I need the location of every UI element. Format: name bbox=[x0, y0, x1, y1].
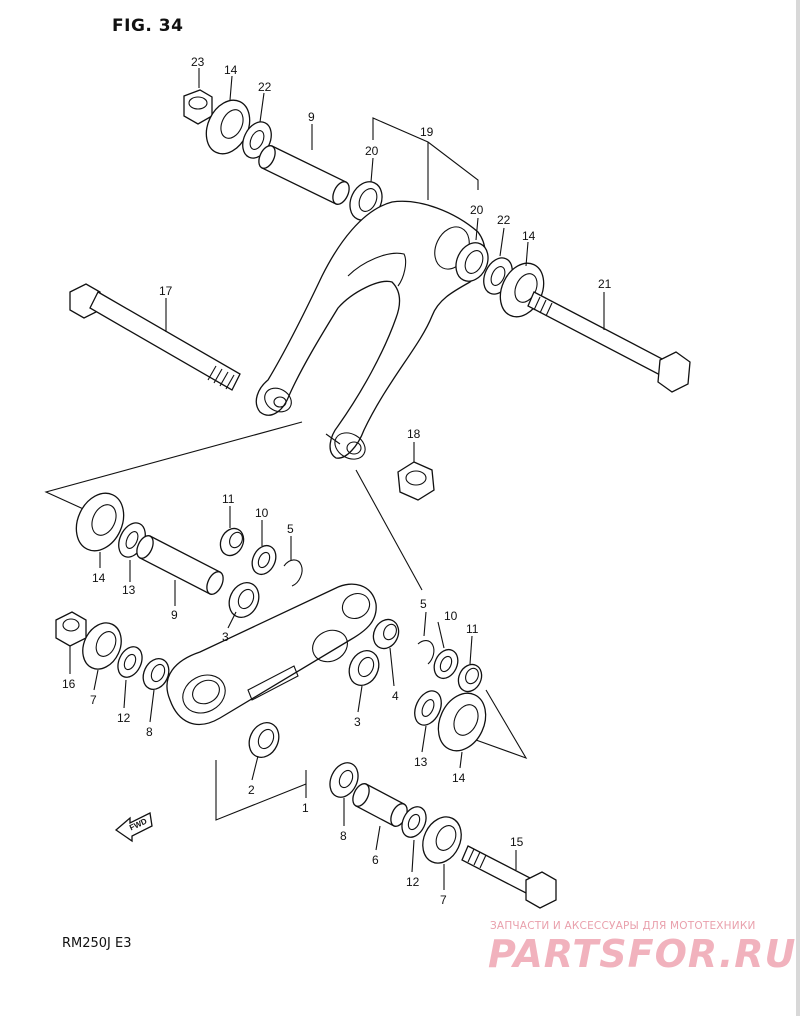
bearing-2-part bbox=[248, 721, 280, 759]
callout-18: 18 bbox=[407, 427, 421, 441]
model-code: RM250J E3 bbox=[62, 936, 132, 951]
callout-labels: 23 14 22 9 20 19 20 22 14 21 17 18 11 10… bbox=[62, 55, 612, 907]
callout-9-top: 9 bbox=[308, 110, 315, 124]
collar-11-lower-part bbox=[457, 663, 483, 693]
callout-5-upper: 5 bbox=[287, 522, 294, 536]
callout-14-right: 14 bbox=[522, 229, 536, 243]
callout-6: 6 bbox=[372, 853, 379, 867]
callout-4: 4 bbox=[392, 689, 399, 703]
seal-8-lower-part bbox=[329, 762, 359, 798]
nut-23-part bbox=[183, 89, 213, 125]
upper-leader-lines bbox=[44, 68, 605, 591]
callout-13-right: 13 bbox=[414, 755, 428, 769]
callout-12-left: 12 bbox=[117, 711, 131, 725]
nut-16-part bbox=[55, 611, 87, 647]
seal-8-left-part bbox=[142, 657, 170, 691]
callout-8-lower: 8 bbox=[340, 829, 347, 843]
cushion-rod-1-part bbox=[166, 583, 377, 726]
callout-20-left: 20 bbox=[365, 144, 379, 158]
fwd-arrow-icon: FWD bbox=[114, 812, 153, 843]
callout-2: 2 bbox=[248, 783, 255, 797]
page-edge-divider bbox=[796, 0, 800, 1016]
callout-1: 1 bbox=[302, 801, 309, 815]
callout-16: 16 bbox=[62, 677, 76, 691]
bearing-3-lower-part bbox=[348, 649, 380, 687]
figure-title: FIG. 34 bbox=[112, 16, 184, 36]
callout-12-lower: 12 bbox=[406, 875, 420, 889]
bolt-17-part bbox=[69, 283, 241, 391]
sleeve-6-part bbox=[352, 783, 408, 827]
washer-7-lower-part bbox=[422, 816, 462, 864]
watermark-logo: PARTSFOR.RU bbox=[488, 932, 797, 976]
callout-23: 23 bbox=[191, 55, 205, 69]
lower-leader-lines bbox=[69, 506, 528, 890]
callout-20-right: 20 bbox=[470, 203, 484, 217]
callout-22-top: 22 bbox=[258, 80, 272, 94]
washer-14-lower-right-part bbox=[437, 692, 487, 752]
callout-8-left: 8 bbox=[146, 725, 153, 739]
bearing-20-right-part bbox=[455, 242, 489, 282]
callout-15: 15 bbox=[510, 835, 524, 849]
seal-10-upper-part bbox=[251, 544, 277, 576]
seal-10-lower-part bbox=[433, 648, 459, 680]
callout-11-lower: 11 bbox=[466, 622, 479, 636]
cushion-lever-19-part bbox=[255, 200, 486, 460]
callout-5-lower: 5 bbox=[420, 597, 427, 611]
watermark-tagline: ЗАПЧАСТИ И АКСЕССУАРЫ ДЛЯ МОТОТЕХНИКИ bbox=[490, 920, 756, 932]
washer-7-left-part bbox=[82, 622, 122, 670]
washer-12-left-part bbox=[117, 646, 143, 678]
bolt-15-part bbox=[461, 845, 557, 909]
callout-11-upper: 11 bbox=[222, 492, 235, 506]
circlip-5-lower-part bbox=[417, 640, 435, 665]
callout-14-lower-right: 14 bbox=[452, 771, 466, 785]
callout-3-lower: 3 bbox=[354, 715, 361, 729]
callout-22-right: 22 bbox=[497, 213, 511, 227]
callout-21: 21 bbox=[598, 277, 612, 291]
callout-7-lower: 7 bbox=[440, 893, 447, 907]
callout-13-left: 13 bbox=[122, 583, 136, 597]
sleeve-9-lower-part bbox=[136, 535, 224, 595]
callout-3-upper: 3 bbox=[222, 630, 229, 644]
callout-14-lower-left: 14 bbox=[92, 571, 106, 585]
callout-10-upper: 10 bbox=[255, 506, 269, 520]
circlip-5-upper-part bbox=[283, 559, 303, 587]
callout-14-top: 14 bbox=[224, 63, 238, 77]
bearing-3-upper-part bbox=[228, 581, 260, 619]
collar-11-upper-part bbox=[219, 527, 245, 557]
callout-19: 19 bbox=[420, 125, 434, 139]
bolt-21-part bbox=[527, 291, 691, 393]
washer-14-lower-left-part bbox=[75, 492, 125, 552]
callout-9-lower: 9 bbox=[171, 608, 178, 622]
callout-17: 17 bbox=[159, 284, 173, 298]
washer-13-right-part bbox=[414, 690, 442, 726]
washer-14-top-part bbox=[205, 99, 251, 155]
washer-12-lower-part bbox=[401, 806, 427, 838]
nut-18-part bbox=[397, 461, 435, 501]
collar-4-part bbox=[372, 618, 400, 650]
callout-10-lower: 10 bbox=[444, 609, 458, 623]
sleeve-9-top-part bbox=[258, 145, 350, 205]
callout-7-left: 7 bbox=[90, 693, 97, 707]
